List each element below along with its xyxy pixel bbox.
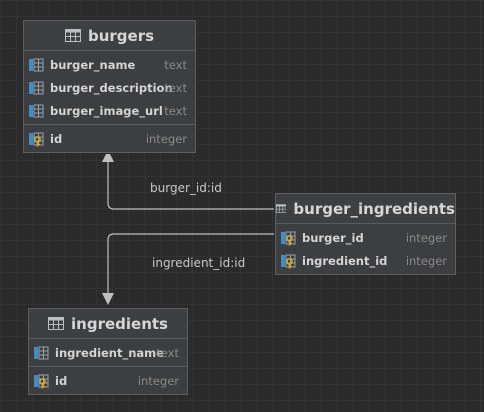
table-header: ingredients [29, 309, 187, 339]
column-name: id [55, 373, 68, 388]
table-icon [64, 29, 81, 42]
column-type: text [164, 57, 187, 72]
relation-label-burger-id: burger_id:id [150, 181, 222, 195]
column-row[interactable]: id integer [29, 369, 187, 392]
relation-label-ingredient-id: ingredient_id:id [152, 256, 246, 270]
primary-key-icon [29, 132, 44, 146]
relation-line-burger-id [107, 160, 275, 210]
column-icon [29, 81, 44, 94]
column-group: id integer [24, 125, 195, 152]
column-type: integer [145, 131, 187, 146]
column-type: text [164, 80, 187, 95]
column-row[interactable]: burger_name text [24, 53, 195, 76]
table-title: ingredients [71, 314, 168, 333]
column-name: ingredient_name [55, 345, 164, 360]
table-icon [48, 317, 65, 330]
primary-key-icon [34, 374, 49, 388]
table-icon [276, 204, 287, 213]
table-title: burgers [87, 26, 155, 45]
foreign-key-icon [281, 231, 296, 245]
column-group: id integer [29, 367, 187, 394]
column-row[interactable]: id integer [24, 127, 195, 150]
column-icon [34, 346, 49, 359]
column-name: id [50, 131, 63, 146]
column-name: burger_image_url [50, 103, 163, 118]
column-row[interactable]: burger_id integer [276, 226, 455, 249]
column-name: burger_name [50, 57, 136, 72]
arrowhead [102, 150, 114, 162]
table-title: burger_ingredients [293, 199, 455, 218]
column-name: burger_description [50, 80, 173, 95]
column-row[interactable]: ingredient_id integer [276, 249, 455, 272]
relation-line-ingredient-id [107, 233, 275, 294]
column-type: text [156, 345, 179, 360]
column-icon [29, 104, 44, 117]
column-type: integer [137, 373, 179, 388]
column-type: text [164, 103, 187, 118]
column-name: burger_id [302, 230, 364, 245]
column-name: ingredient_id [302, 253, 388, 268]
table-header: burgers [24, 21, 195, 51]
foreign-key-icon [281, 254, 296, 268]
arrowhead [102, 293, 114, 305]
column-type: integer [405, 230, 447, 245]
column-icon [29, 58, 44, 71]
table-header: burger_ingredients [276, 194, 455, 224]
column-type: integer [405, 253, 447, 268]
